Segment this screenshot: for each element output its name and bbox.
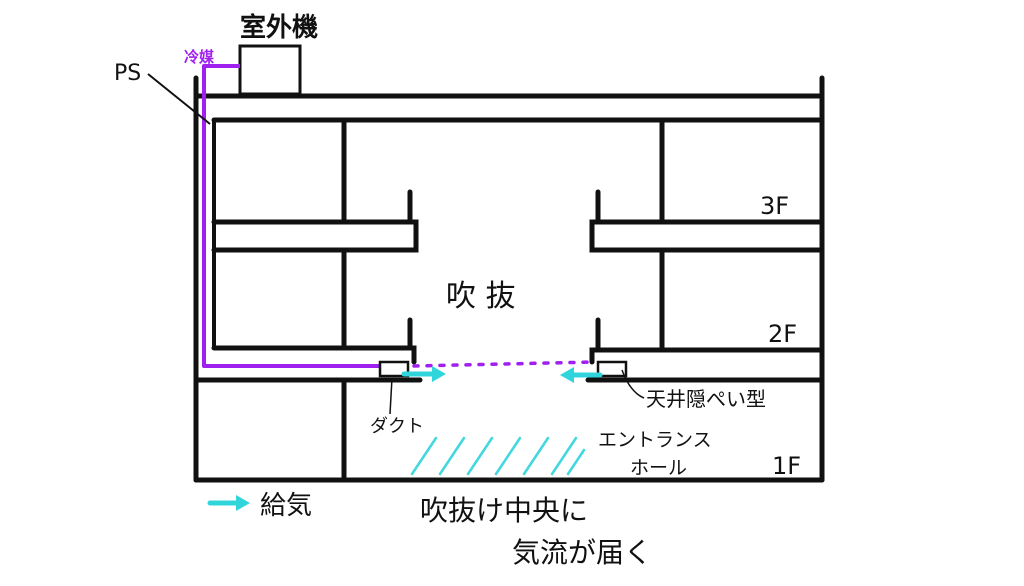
duct-unit-left	[378, 360, 410, 378]
supply-arrow-left	[401, 366, 446, 382]
legend-supply-label: 給気	[260, 491, 312, 521]
ceiling-concealed-leader-line	[621, 369, 645, 399]
floor-slab-2f-right	[589, 347, 825, 365]
refrigerant-pipe-label: 冷媒	[184, 48, 215, 66]
supply-arrow-right	[560, 367, 603, 383]
floor-label-3f: 3F	[760, 192, 789, 220]
floor-label-1f: 1F	[772, 452, 801, 480]
atrium-label: 吹 抜	[446, 279, 516, 314]
floor-slab-3f-left	[211, 219, 419, 253]
ps-label: PS	[114, 61, 141, 86]
floor-slab-3f-right	[589, 219, 825, 253]
floor-slab-2f-left	[211, 345, 417, 365]
entrance-hall-hatching	[410, 436, 586, 476]
outdoor-unit-label: 室外機	[240, 12, 318, 43]
ceiling-concealed-label: 天井隠ぺい型	[646, 387, 766, 411]
ceiling-concealed-unit-right	[596, 360, 628, 378]
pipe-dotted-connection	[412, 360, 596, 368]
ps-leader-line	[147, 73, 211, 125]
duct-label: ダクト	[370, 416, 424, 437]
entrance-hall-label-line1: エントランス	[598, 429, 712, 451]
outdoor-unit-box	[238, 44, 302, 96]
entrance-hall-label-line2: ホール	[630, 457, 687, 479]
refrigerant-pipe	[202, 64, 384, 368]
floor-label-2f: 2F	[768, 320, 797, 348]
legend-supply-arrow	[207, 495, 250, 511]
caption-line-2: 気流が届く	[512, 536, 652, 569]
caption-line-1: 吹抜け中央に	[420, 494, 588, 527]
building-structure	[193, 75, 825, 483]
duct-leader-line	[389, 377, 393, 415]
